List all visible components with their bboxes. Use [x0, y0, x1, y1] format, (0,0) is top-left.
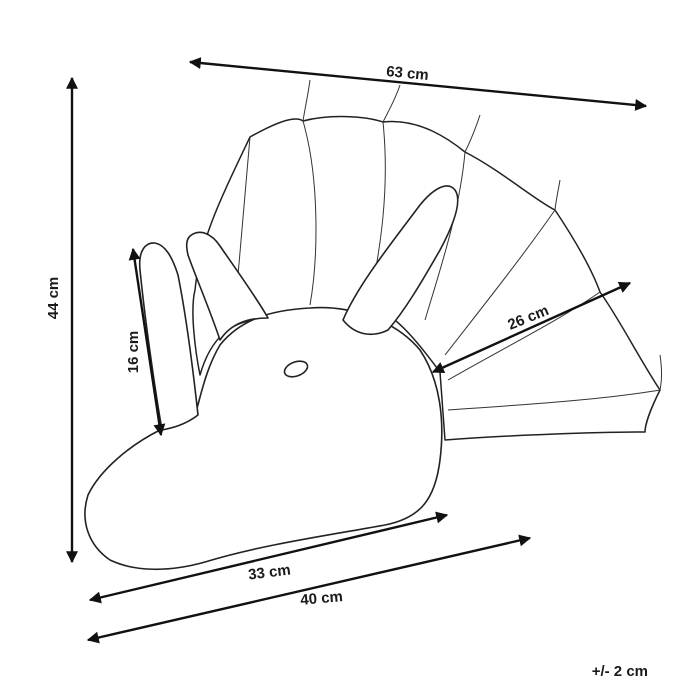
nose-horn [138, 242, 199, 431]
tolerance-note: +/- 2 cm [592, 663, 648, 680]
frill-depth-arrow [431, 281, 632, 374]
frill-width-label: 63 cm [385, 63, 429, 84]
eye [283, 360, 309, 378]
overall-length-arrow [86, 534, 532, 644]
brow-horn-left [185, 231, 269, 341]
overall-length-label: 40 cm [300, 588, 344, 609]
horn-length-label: 16 cm [125, 331, 142, 374]
head-length-label: 33 cm [247, 562, 291, 584]
height-label: 44 cm [45, 277, 62, 320]
frill-width-arrow [188, 57, 648, 111]
brow-horn-right [342, 185, 459, 336]
horn-length-arrow [128, 247, 166, 437]
